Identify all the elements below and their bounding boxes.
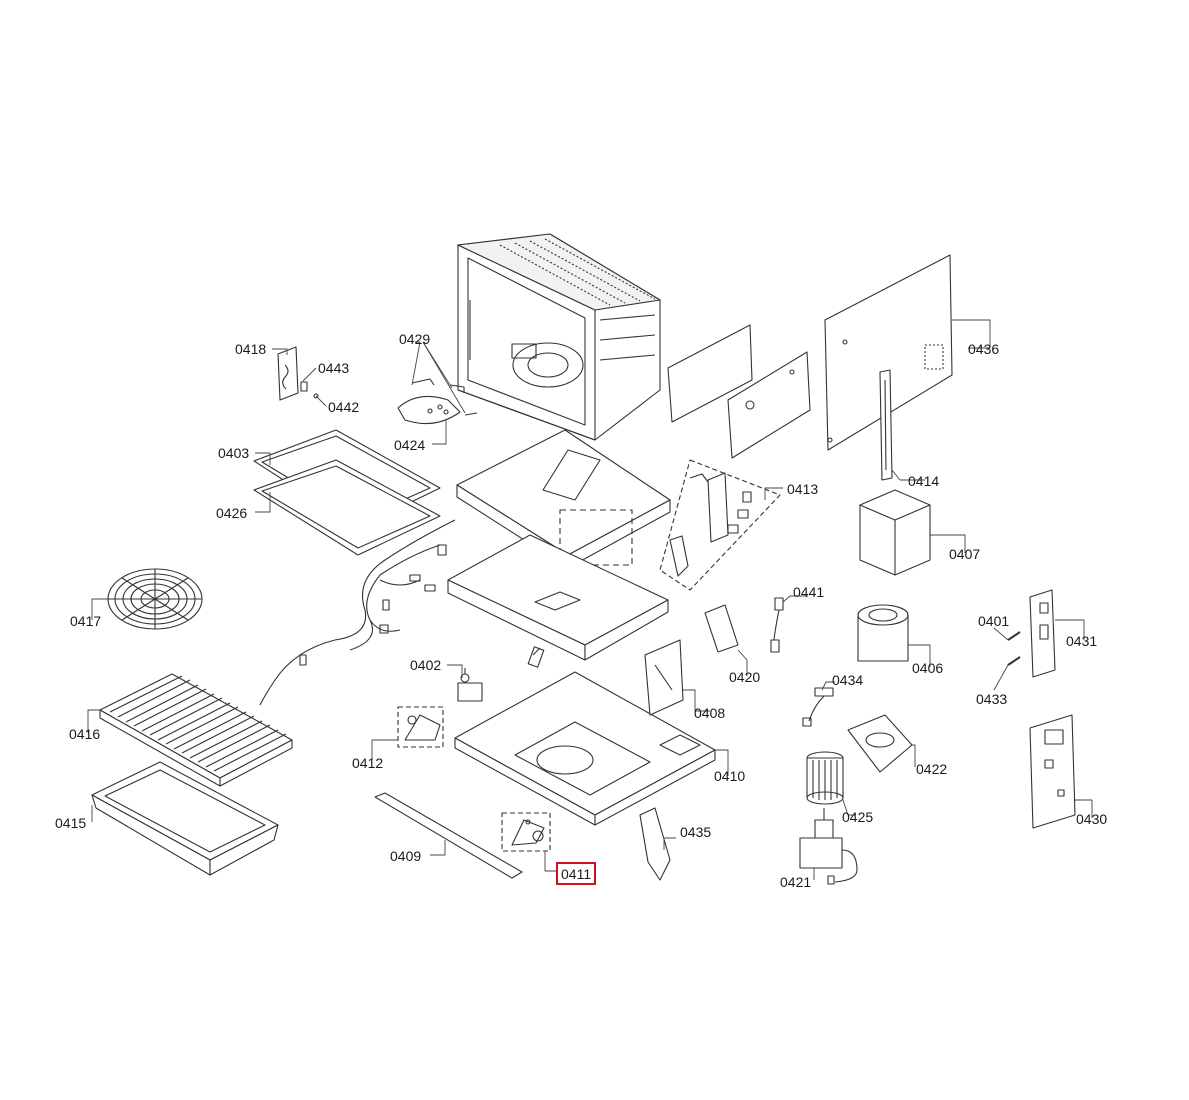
part-label-0409[interactable]: 0409 <box>390 848 422 864</box>
fan-motor-0421 <box>799 808 858 885</box>
top-cover <box>456 429 671 569</box>
hinge-bracket-0411 <box>501 812 551 852</box>
part-label-0410[interactable]: 0410 <box>714 768 746 784</box>
bracket-0412 <box>397 706 444 748</box>
part-label-0435[interactable]: 0435 <box>680 824 712 840</box>
switch-assembly-0413 <box>659 459 781 591</box>
part-label-0441[interactable]: 0441 <box>793 584 825 600</box>
part-label-0414[interactable]: 0414 <box>908 473 940 489</box>
part-label-0422[interactable]: 0422 <box>916 761 948 777</box>
part-label-0434[interactable]: 0434 <box>832 672 864 688</box>
part-label-0433[interactable]: 0433 <box>976 691 1008 707</box>
part-label-0442[interactable]: 0442 <box>328 399 360 415</box>
blower-0406 <box>857 604 909 662</box>
glass-piece-0418 <box>277 346 299 401</box>
part-label-0424[interactable]: 0424 <box>394 437 426 453</box>
part-label-0429[interactable]: 0429 <box>399 331 431 347</box>
stirrer-0424 <box>397 378 478 425</box>
fuse-0401 <box>1007 631 1021 641</box>
oven-cavity <box>457 233 661 441</box>
part-label-0407[interactable]: 0407 <box>949 546 981 562</box>
motor-0402 <box>457 668 483 702</box>
baking-tray-0415 <box>91 761 279 876</box>
part-label-0413[interactable]: 0413 <box>787 481 819 497</box>
part-label-0417[interactable]: 0417 <box>70 613 102 629</box>
part-label-0403[interactable]: 0403 <box>218 445 250 461</box>
fan-wheel-0425 <box>806 751 844 805</box>
screw-0443 <box>300 381 308 392</box>
part-label-0401[interactable]: 0401 <box>978 613 1010 629</box>
bracket-0414 <box>879 369 893 481</box>
grill-rack-0416 <box>99 673 293 787</box>
part-label-0426[interactable]: 0426 <box>216 505 248 521</box>
part-label-0415[interactable]: 0415 <box>55 815 87 831</box>
part-label-0436[interactable]: 0436 <box>968 341 1000 357</box>
spring-0435 <box>639 807 671 881</box>
part-label-0412[interactable]: 0412 <box>352 755 384 771</box>
outer-casing-0436 <box>824 254 953 451</box>
glass-plate-0426 <box>253 459 441 556</box>
part-label-0431[interactable]: 0431 <box>1066 633 1098 649</box>
wiring-harness <box>259 519 456 706</box>
part-label-0420[interactable]: 0420 <box>729 669 761 685</box>
control-board-0430 <box>1029 714 1076 829</box>
part-label-0416[interactable]: 0416 <box>69 726 101 742</box>
module-0420 <box>704 604 739 653</box>
part-label-0443[interactable]: 0443 <box>318 360 350 376</box>
fan-cover-0417 <box>107 568 203 630</box>
part-label-0418[interactable]: 0418 <box>235 341 267 357</box>
part-label-0406[interactable]: 0406 <box>912 660 944 676</box>
part-label-0425[interactable]: 0425 <box>842 809 874 825</box>
leader-lines <box>87 319 1093 880</box>
part-label-0430[interactable]: 0430 <box>1076 811 1108 827</box>
side-panels <box>667 324 811 459</box>
sensor-0441 <box>770 597 784 653</box>
base-pan <box>447 534 669 668</box>
rail-0409 <box>374 792 523 879</box>
part-label-0421[interactable]: 0421 <box>780 874 812 890</box>
part-label-0411-highlighted[interactable]: 0411 <box>556 862 597 885</box>
housing-0407 <box>859 489 931 576</box>
screw-0442 <box>313 393 319 399</box>
sensor-0434 <box>802 687 834 727</box>
part-label-0408[interactable]: 0408 <box>694 705 726 721</box>
part-label-0402[interactable]: 0402 <box>410 657 442 673</box>
control-board-0431 <box>1029 589 1056 678</box>
bracket-0408 <box>644 639 684 716</box>
fuse-0433 <box>1007 656 1021 666</box>
fan-bracket-0422 <box>847 714 913 773</box>
